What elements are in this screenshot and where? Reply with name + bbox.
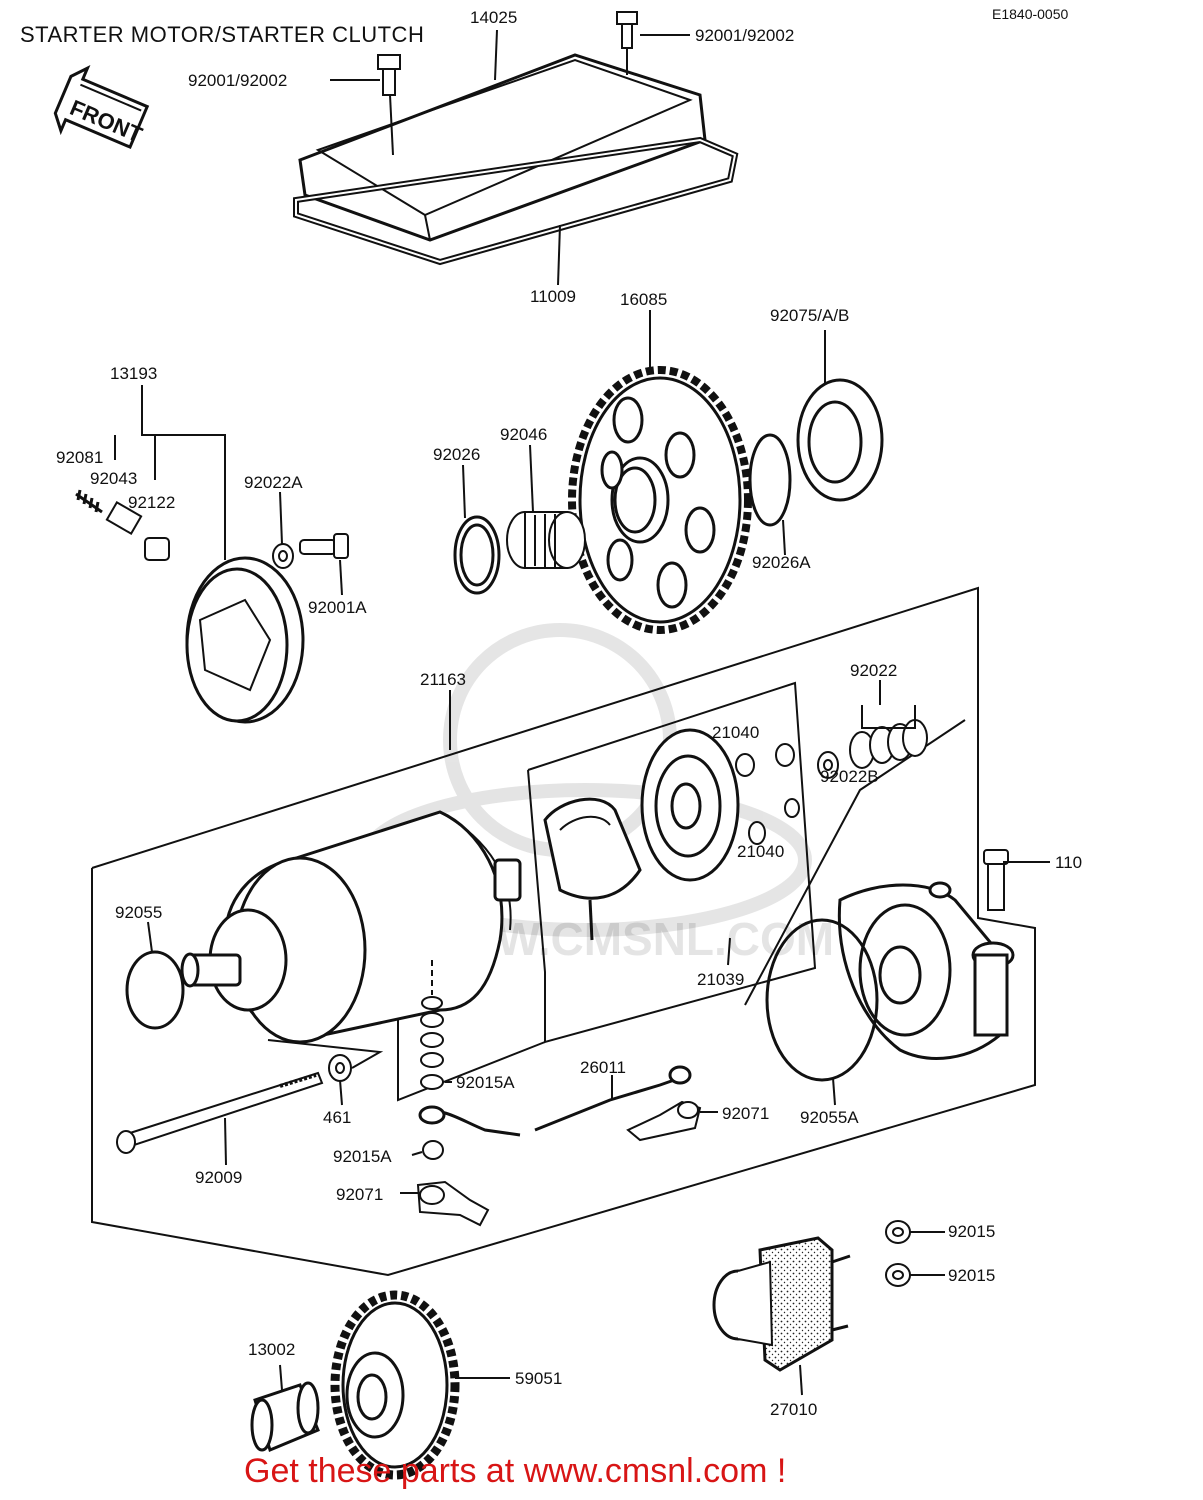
starter-relay [712, 1236, 851, 1372]
needle-bearing [506, 511, 586, 569]
part-label-92055A[interactable]: 92055A [800, 1108, 859, 1127]
part-label-92075[interactable]: 92075/A/B [770, 306, 850, 325]
o-ring-92055 [125, 950, 185, 1030]
cover-bolt-left [377, 54, 401, 156]
washer-92075 [796, 378, 884, 502]
part-label-21040-bottom[interactable]: 21040 [737, 842, 785, 861]
part-label-92022B[interactable]: 92022B [820, 767, 879, 786]
part-label-92001-92002-top[interactable]: 92001/92002 [695, 26, 795, 45]
clutch-roller [144, 537, 170, 561]
part-label-92001-92002-left[interactable]: 92001/92002 [188, 71, 288, 90]
diagram-title: STARTER MOTOR/STARTER CLUTCH [20, 22, 425, 47]
washer-92022A [272, 543, 294, 569]
idle-gear [330, 1290, 460, 1480]
part-label-92026A[interactable]: 92026A [752, 553, 811, 572]
part-label-92026[interactable]: 92026 [433, 445, 481, 464]
part-label-92122[interactable]: 92122 [128, 493, 176, 512]
washer-461 [328, 1054, 352, 1082]
part-label-92071-right[interactable]: 92071 [722, 1104, 770, 1123]
part-label-16085[interactable]: 16085 [620, 290, 668, 309]
brush-holder-outline [527, 681, 817, 1044]
end-cover-outline [744, 719, 966, 1006]
washer-92026 [453, 515, 501, 595]
cover-gasket [293, 136, 739, 266]
end-cover [837, 881, 1015, 1060]
diagram-code: E1840-0050 [992, 6, 1069, 22]
part-label-21163[interactable]: 21163 [420, 670, 467, 689]
nut-92015-top [885, 1220, 911, 1244]
bolt-outline [267, 1039, 384, 1069]
part-label-13002[interactable]: 13002 [248, 1340, 296, 1359]
brush-holder [543, 797, 642, 941]
part-label-92015-top[interactable]: 92015 [948, 1222, 996, 1241]
part-label-21039[interactable]: 21039 [697, 970, 745, 989]
part-label-92046[interactable]: 92046 [500, 425, 548, 444]
part-label-110[interactable]: 110 [1055, 853, 1083, 872]
part-label-92015A-lower[interactable]: 92015A [333, 1147, 392, 1166]
through-bolt-110 [983, 849, 1009, 911]
part-label-92001A[interactable]: 92001A [308, 598, 367, 617]
part-label-59051[interactable]: 59051 [515, 1369, 563, 1388]
starter-clutch-gear [568, 366, 752, 634]
leader-lines [114, 29, 1050, 1396]
nut-92015A-lower [422, 1140, 444, 1160]
terminal-nut-stack [420, 960, 444, 1090]
part-label-92022A[interactable]: 92022A [244, 473, 303, 492]
starter-clutch-assembly [185, 556, 305, 724]
part-label-92022[interactable]: 92022 [850, 661, 898, 680]
washer-92026A [748, 433, 792, 527]
bolt-92001A [299, 533, 349, 559]
part-label-27010[interactable]: 27010 [770, 1400, 818, 1419]
part-label-92081[interactable]: 92081 [56, 448, 104, 467]
part-label-92055[interactable]: 92055 [115, 903, 163, 922]
part-label-92015A-upper[interactable]: 92015A [456, 1073, 515, 1092]
brush-21040-bottom [748, 798, 800, 845]
starter-lead [418, 1065, 692, 1137]
long-bolt-92009 [116, 1071, 324, 1154]
terminal-92071-right [626, 1100, 702, 1142]
washer-92022B [817, 751, 839, 779]
o-ring-92055A [765, 918, 879, 1082]
footer-link[interactable]: Get these parts at www.cmsnl.com ! [244, 1452, 787, 1490]
terminal-92071-lower [416, 1180, 490, 1227]
part-label-21040-top[interactable]: 21040 [712, 723, 760, 742]
idle-gear-shaft [250, 1381, 320, 1453]
nut-92015-bottom [885, 1263, 911, 1287]
brush-21040-top [735, 743, 795, 777]
part-label-92009[interactable]: 92009 [195, 1168, 243, 1187]
brush-plate [640, 728, 740, 882]
clutch-plunger [105, 500, 143, 536]
part-label-92043[interactable]: 92043 [90, 469, 138, 488]
part-label-14025[interactable]: 14025 [470, 8, 518, 27]
part-label-26011[interactable]: 26011 [580, 1058, 627, 1077]
assembly-outline [91, 586, 1036, 1277]
part-label-11009[interactable]: 11009 [530, 287, 577, 306]
part-label-461[interactable]: 461 [323, 1108, 352, 1127]
part-label-92015-bottom[interactable]: 92015 [948, 1266, 996, 1285]
cover-bolt-right [616, 11, 638, 75]
part-label-13193[interactable]: 13193 [110, 364, 158, 383]
clutch-spring [75, 489, 103, 514]
front-arrow-icon [53, 65, 150, 150]
starter-motor [180, 810, 522, 1044]
part-label-92071-lower[interactable]: 92071 [336, 1185, 384, 1204]
